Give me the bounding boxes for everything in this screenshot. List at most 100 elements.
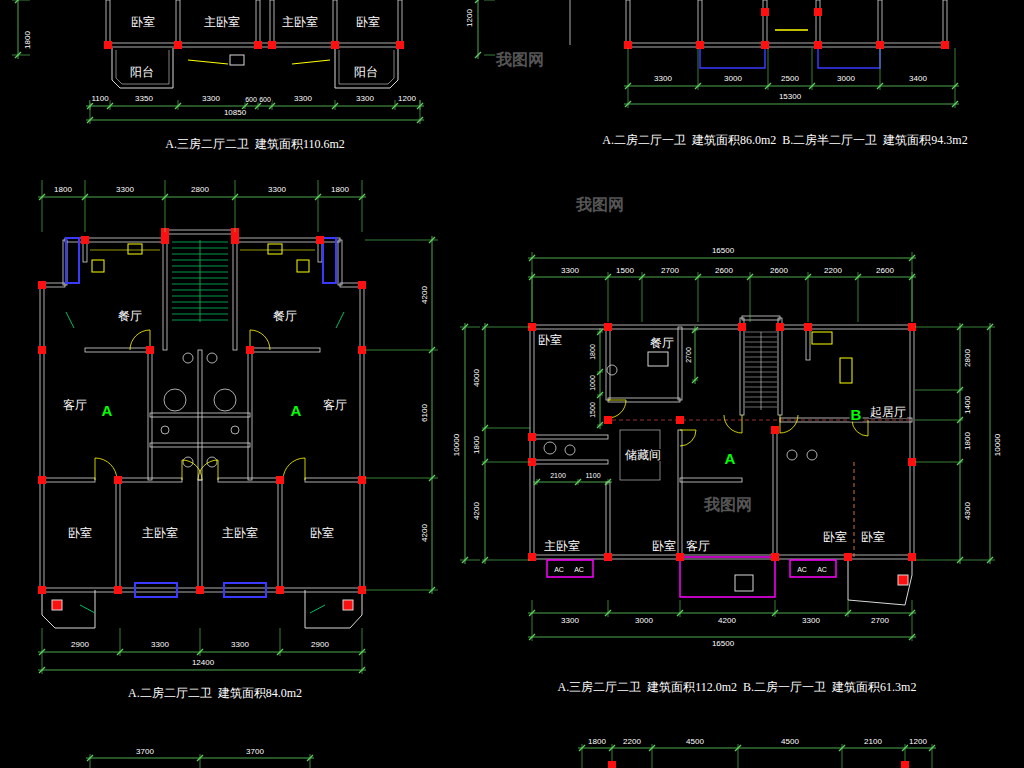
room-name: 阳台: [129, 66, 155, 78]
extension-line: [120, 628, 121, 656]
watermark: 我图网: [495, 52, 545, 68]
counter-line: [240, 250, 315, 251]
dimension-line: [990, 323, 991, 564]
wall: [360, 285, 364, 590]
extension-line: [848, 600, 849, 617]
door-swing: [724, 415, 742, 433]
column: [776, 323, 784, 331]
dimension-text: 3300: [115, 186, 135, 194]
extension-line: [482, 327, 530, 328]
column: [174, 41, 182, 49]
extension-line: [318, 180, 319, 232]
column: [358, 281, 366, 289]
extension-line: [955, 48, 956, 90]
extension-line: [395, 100, 396, 110]
extension-line: [858, 272, 859, 322]
extension-line: [532, 617, 533, 641]
room-name: 主卧室: [141, 527, 179, 539]
fixture: [214, 389, 236, 411]
wall: [678, 430, 682, 557]
ac-mark: AC: [816, 566, 828, 573]
dimension-text: 3400: [908, 75, 928, 83]
extension-line: [110, 100, 111, 110]
dimension-line: [695, 326, 696, 384]
column: [114, 586, 122, 594]
fixture: [607, 365, 617, 375]
dimension-text: 2700: [660, 267, 680, 275]
wall: [678, 327, 682, 400]
fixture: [787, 450, 797, 460]
dimension-text: 4200: [421, 285, 429, 305]
wall: [806, 327, 810, 360]
wall: [816, 0, 820, 45]
column: [254, 41, 262, 49]
dimension-tick: [15, 0, 21, 3]
column: [161, 236, 169, 244]
fixture: [544, 442, 556, 454]
column: [608, 761, 616, 768]
wall: [680, 478, 742, 482]
extension-line: [365, 590, 438, 591]
dimension-text: 10000: [994, 433, 1002, 457]
arrow-mark: [66, 312, 74, 328]
room-name: 餐厅: [272, 310, 298, 322]
column: [738, 323, 746, 331]
balcony-outline: [700, 45, 765, 68]
extension-line: [482, 560, 530, 561]
dimension-tick: [692, 377, 698, 383]
wall: [333, 0, 337, 45]
wall: [270, 0, 274, 45]
wall: [773, 430, 777, 557]
room-name: 起居厅: [869, 406, 907, 418]
wall: [85, 348, 150, 352]
extension-line: [85, 180, 86, 232]
extension-line: [532, 252, 533, 322]
dimension-text: 2700: [685, 346, 692, 364]
column: [231, 236, 239, 244]
door-swing: [680, 430, 696, 446]
fixture: [807, 450, 817, 460]
column: [358, 586, 366, 594]
column: [276, 476, 284, 484]
wall: [150, 443, 250, 447]
wall: [233, 232, 237, 350]
wall: [606, 327, 610, 400]
dimension-text: 1500: [589, 401, 596, 419]
dimension-line: [38, 652, 366, 653]
arrow-mark: [336, 312, 344, 328]
dimension-text: 2500: [780, 75, 800, 83]
unit-mark: A: [101, 403, 114, 418]
wall: [910, 327, 914, 557]
stair-rail: [761, 332, 762, 410]
column: [604, 323, 612, 331]
dimension-text: 1200: [908, 738, 928, 746]
dimension-tick: [605, 479, 611, 485]
dimension-text: 3300: [150, 641, 170, 649]
dimension-line: [432, 236, 433, 594]
extension-line: [915, 560, 963, 561]
wall: [742, 316, 780, 320]
window: [323, 238, 336, 283]
extension-line: [692, 330, 698, 331]
dimension-line: [533, 482, 612, 483]
wall: [943, 0, 947, 45]
extension-line: [12, 0, 30, 1]
window: [224, 583, 266, 597]
dimension-text: 1200: [466, 8, 474, 28]
extension-line: [912, 272, 913, 322]
fixture: [898, 575, 908, 585]
extension-line: [165, 180, 166, 232]
dimension-text: 2700: [870, 617, 890, 625]
extension-line: [963, 560, 995, 561]
column: [771, 553, 779, 561]
extension-line: [42, 628, 43, 656]
column: [38, 281, 46, 289]
column: [38, 346, 46, 354]
dimension-line: [600, 328, 601, 429]
wall: [532, 325, 742, 329]
room-name: 卧室: [537, 334, 563, 346]
dimension-text: 12400: [191, 659, 215, 667]
wall: [176, 0, 180, 45]
